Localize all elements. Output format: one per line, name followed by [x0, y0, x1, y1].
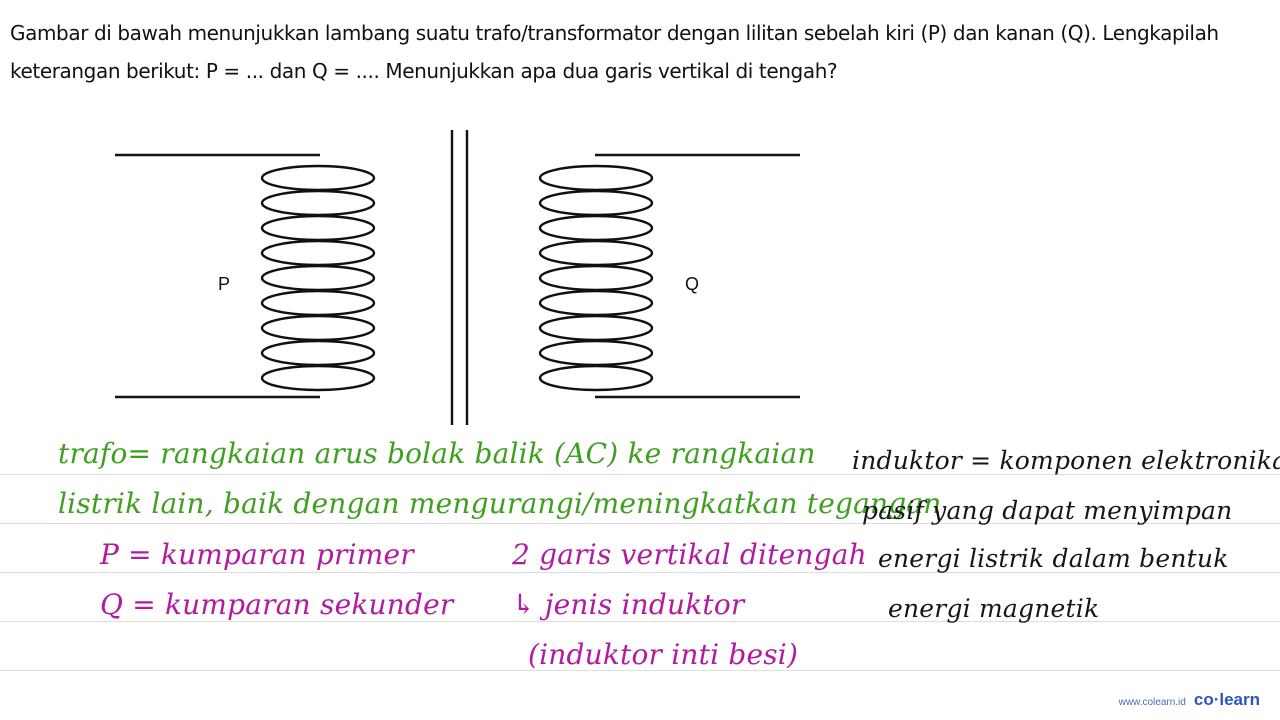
ruled-line: [0, 670, 1280, 671]
secondary-coil-turn: [538, 339, 654, 367]
note-trafo-definition-line1: trafo= rangkaian arus bolak balik (AC) k…: [58, 437, 816, 470]
note-trafo-definition-line2: listrik lain, baik dengan mengurangi/men…: [58, 487, 942, 520]
footer-site-url: www.colearn.id: [1118, 697, 1186, 708]
secondary-coil-turn: [538, 289, 654, 317]
ruled-line: [0, 621, 1280, 622]
primary-coil-turn: [260, 314, 376, 342]
primary-coil-turn: [260, 239, 376, 267]
iron-core: [450, 130, 469, 425]
secondary-coil-turn: [538, 314, 654, 342]
footer-branding: www.colearn.id co·learn: [1119, 690, 1260, 710]
note-core-line1: 2 garis vertikal ditengah: [512, 538, 867, 571]
primary-coil-turn: [260, 214, 376, 242]
secondary-coil-turn: [538, 214, 654, 242]
secondary-coil-turn: [538, 264, 654, 292]
note-inductor-line1: induktor = komponen elektronika: [852, 446, 1280, 475]
secondary-coil-turn: [538, 239, 654, 267]
question-text: Gambar di bawah menunjukkan lambang suat…: [10, 21, 1219, 83]
note-inductor-line3: energi listrik dalam bentuk: [878, 544, 1229, 573]
primary-coil-turn: [260, 164, 376, 192]
note-inductor-line2: pasif yang dapat menyimpan: [862, 496, 1233, 525]
secondary-coil-turn: [538, 164, 654, 192]
note-p-answer: P = kumparan primer: [100, 538, 414, 571]
secondary-coil-turn: [538, 189, 654, 217]
primary-coil-turn: [260, 289, 376, 317]
ruled-line: [0, 572, 1280, 573]
primary-coil-turn: [260, 264, 376, 292]
primary-coil-turn: [260, 339, 376, 367]
note-q-answer: Q = kumparan sekunder: [100, 588, 454, 621]
note-inductor-line4: energi magnetik: [888, 594, 1100, 623]
coil-label-q: Q: [685, 274, 699, 294]
transformer-diagram: P Q: [115, 130, 800, 425]
secondary-coil-turn: [538, 364, 654, 392]
primary-coil-turn: [260, 364, 376, 392]
primary-coil: [115, 153, 376, 399]
note-core-line2: ↳ jenis induktor: [512, 588, 745, 621]
note-core-line3: (induktor inti besi): [528, 638, 799, 671]
primary-coil-turn: [260, 189, 376, 217]
colearn-logo: co·learn: [1193, 690, 1260, 709]
coil-label-p: P: [218, 274, 230, 294]
ruled-line: [0, 474, 1280, 475]
secondary-coil: [538, 153, 800, 399]
ruled-line: [0, 523, 1280, 524]
